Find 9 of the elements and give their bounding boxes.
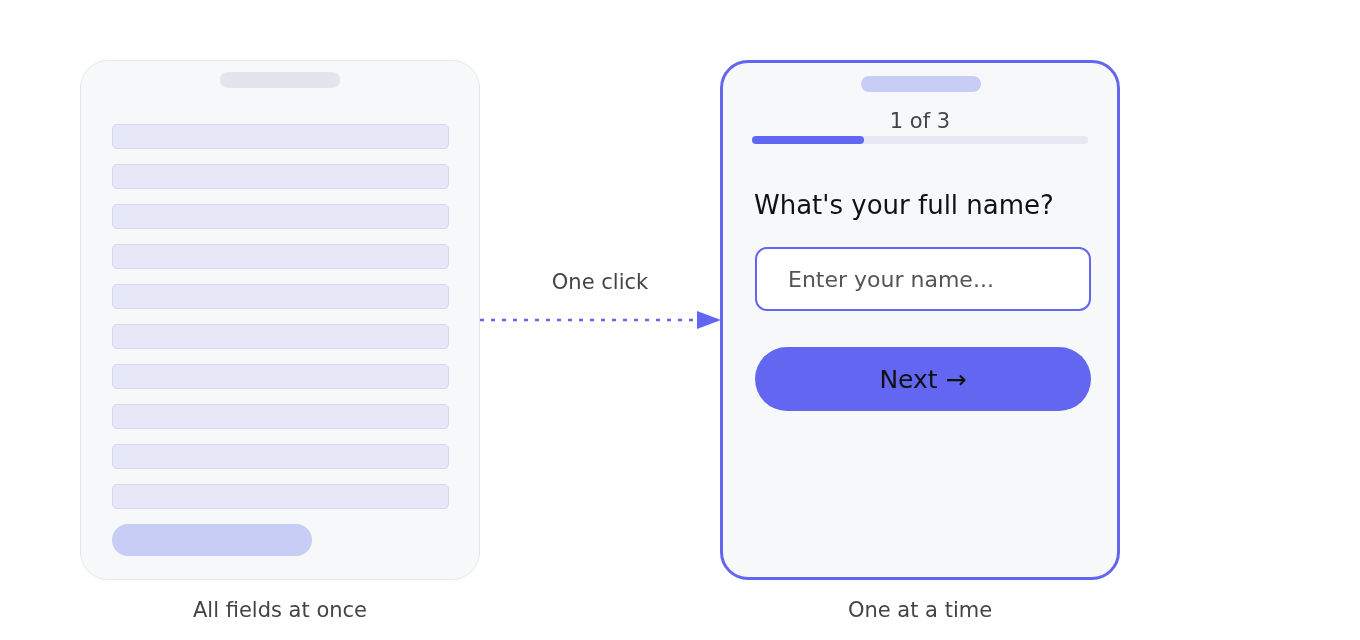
node-label: All fields at once bbox=[191, 598, 368, 622]
step-counter: 1 of 3 bbox=[888, 109, 952, 133]
input-field: Enter your name... bbox=[755, 247, 1091, 311]
phone-mockup bbox=[80, 60, 480, 580]
next-button: Next → bbox=[755, 347, 1091, 411]
dotted-arrow bbox=[480, 311, 721, 329]
phone-mockup bbox=[720, 60, 1120, 580]
question-text: What's your full name? bbox=[754, 190, 1054, 220]
node-label: One at a time bbox=[846, 598, 994, 622]
